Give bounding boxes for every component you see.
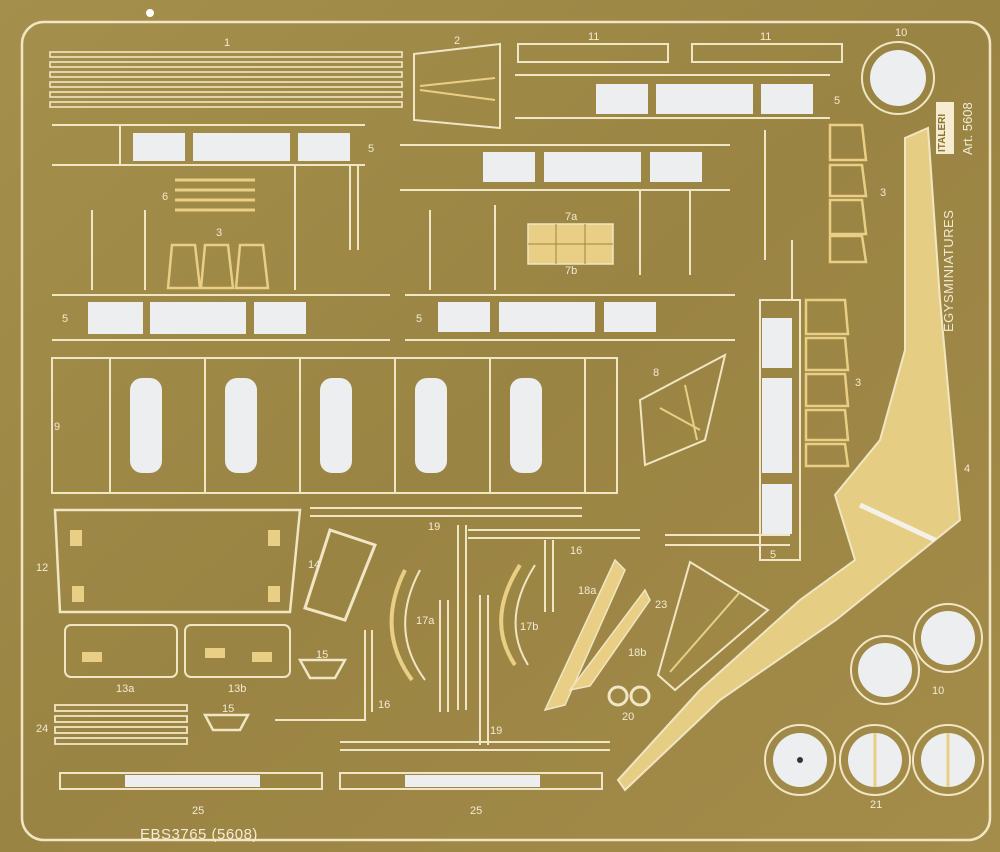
part-label: 10 xyxy=(895,27,908,39)
part-24 xyxy=(54,704,188,745)
article-number: Art. 5608 xyxy=(960,102,975,155)
part-17a xyxy=(389,569,414,682)
part-label: 16 xyxy=(570,545,583,557)
part-label: 4 xyxy=(964,463,971,475)
part-label: 17a xyxy=(416,615,435,627)
part-23 xyxy=(656,560,770,692)
part-label: 9 xyxy=(54,421,61,433)
part-label: 24 xyxy=(36,723,49,735)
part-12 xyxy=(53,508,302,614)
part-label: 18a xyxy=(578,585,597,597)
part-label: 15 xyxy=(316,649,329,661)
part-label: 13b xyxy=(228,683,247,695)
part-label: 20 xyxy=(622,711,635,723)
part-18b xyxy=(568,588,651,692)
sheet-code: EBS3765 (5608) xyxy=(140,826,258,843)
part-label: 25 xyxy=(192,805,205,817)
part-18a xyxy=(543,558,626,712)
part-4 xyxy=(616,126,962,792)
part-label: 2 xyxy=(454,35,461,47)
part-label: 5 xyxy=(834,95,841,107)
part-8 xyxy=(638,353,727,467)
part-label: 7b xyxy=(565,265,578,277)
part-label: 25 xyxy=(470,805,483,817)
part-25 xyxy=(59,772,603,790)
window-blanks xyxy=(88,84,813,534)
part-9-windows xyxy=(130,378,542,473)
part-label: 10 xyxy=(932,685,945,697)
part-9 xyxy=(51,357,618,494)
part-15 xyxy=(297,658,348,680)
part-label: 13a xyxy=(116,683,135,695)
part-13a xyxy=(64,624,178,678)
part-label: 14 xyxy=(308,559,321,571)
part-label: 23 xyxy=(655,599,668,611)
part-label: 3 xyxy=(880,187,887,199)
part-13b xyxy=(184,624,291,678)
part-14 xyxy=(303,528,377,622)
part-label: 15 xyxy=(222,703,235,715)
brand-label: EGYSMINIATURES xyxy=(941,209,956,332)
part-2 xyxy=(413,42,501,130)
part-label: 12 xyxy=(36,562,49,574)
part-17b xyxy=(499,563,522,667)
part-label: 1 xyxy=(224,37,231,49)
part-label: 18b xyxy=(628,647,647,659)
part-label: 5 xyxy=(416,313,423,325)
italeri-logo: ITALERI xyxy=(936,102,954,154)
part-label: 11 xyxy=(588,31,600,43)
part-label: 11 xyxy=(760,31,772,43)
part-label: 5 xyxy=(770,549,777,561)
part-label: 3 xyxy=(855,377,862,389)
part-10 xyxy=(850,635,920,705)
part-label: 19 xyxy=(490,725,503,737)
part-label: 8 xyxy=(653,367,660,379)
part-6 xyxy=(175,178,255,212)
part-1-strips xyxy=(49,51,403,108)
part-label: 5 xyxy=(62,313,69,325)
part-label: 21 xyxy=(870,799,883,811)
part-label: 19 xyxy=(428,521,441,533)
part-label: 16 xyxy=(378,699,391,711)
part-label: 7a xyxy=(565,211,578,223)
part-3-seats xyxy=(166,123,868,468)
part-20 xyxy=(607,685,629,707)
part-label: 17b xyxy=(520,621,539,633)
part-5-rails xyxy=(52,74,830,561)
part-label: 6 xyxy=(162,191,169,203)
part-label: 5 xyxy=(368,143,375,155)
part-label: 3 xyxy=(216,227,223,239)
part-21 xyxy=(764,724,984,796)
